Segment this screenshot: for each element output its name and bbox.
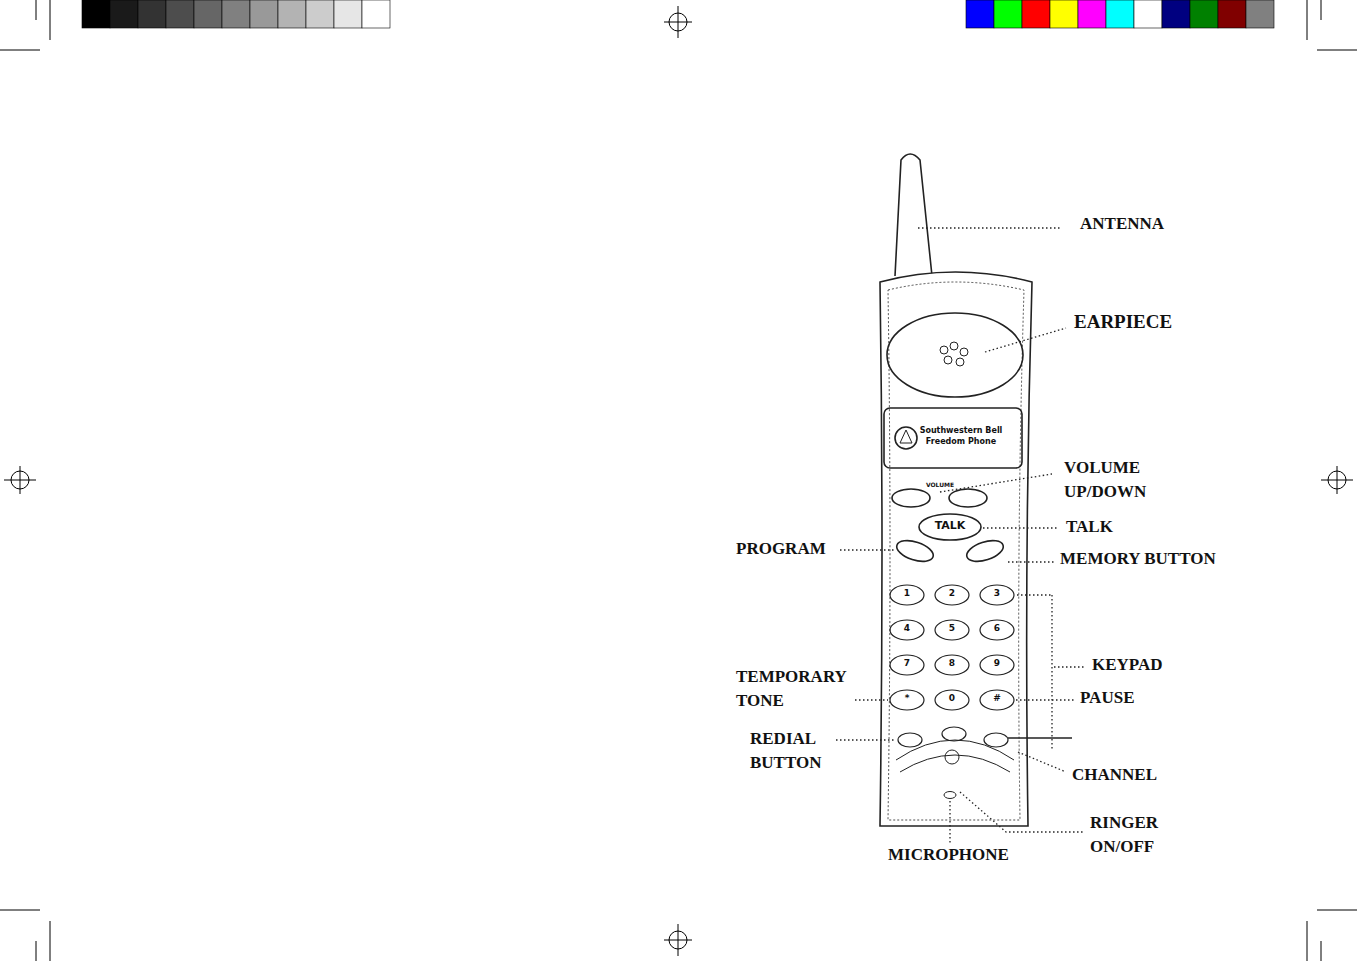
logo-text: Freedom Phone: [926, 438, 996, 447]
part-label: MEMORY BUTTON: [1060, 549, 1216, 569]
gray-ramp: [82, 0, 390, 28]
key-label: 7: [904, 659, 910, 669]
button-text: TALK: [935, 520, 966, 532]
key-label: 9: [994, 659, 1000, 669]
key-label: 0: [949, 694, 955, 704]
key-label: 3: [994, 589, 1000, 599]
part-label: RINGER ON/OFF: [1090, 811, 1170, 859]
key-label: 1: [904, 589, 910, 599]
part-label: VOLUME UP/DOWN: [1064, 456, 1169, 504]
part-label: CHANNEL: [1072, 765, 1157, 785]
logo-text: Southwestern Bell: [920, 427, 1003, 436]
key-label: 6: [994, 624, 1000, 634]
key-label: 5: [949, 624, 955, 634]
color-bar: [966, 0, 1274, 28]
part-label: MICROPHONE: [888, 845, 1009, 865]
key-label: 4: [904, 624, 910, 634]
part-label: PAUSE: [1080, 688, 1134, 708]
part-label: KEYPAD: [1092, 655, 1163, 675]
part-label: ANTENNA: [1080, 214, 1164, 234]
button-caption: VOLUME: [926, 482, 954, 488]
part-label: REDIAL BUTTON: [750, 727, 845, 775]
leader-lines: [836, 228, 1086, 844]
key-label: 8: [949, 659, 955, 669]
part-label: TEMPORARY TONE: [736, 665, 861, 713]
key-label: *: [905, 694, 910, 704]
leader-line: [1008, 737, 1072, 738]
key-label: 2: [949, 589, 955, 599]
part-label: EARPIECE: [1074, 311, 1172, 334]
part-label: PROGRAM: [736, 539, 826, 559]
part-label: TALK: [1066, 517, 1113, 537]
key-label: #: [993, 694, 1001, 704]
